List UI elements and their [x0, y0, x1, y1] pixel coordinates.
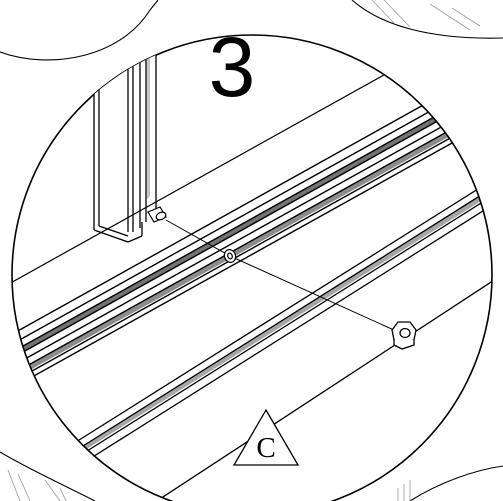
washer-icon: [223, 249, 237, 263]
upper-rail-shading-2: [12, 80, 492, 398]
lower-rail-shading: [64, 158, 492, 462]
upper-rail-shading: [12, 58, 492, 376]
vertical-post: [93, 35, 157, 245]
part-callout-triangle: C: [232, 408, 300, 466]
bolt-icon: [147, 206, 167, 223]
top-adjacent-circle-arc: [0, 0, 159, 61]
part-callout-letter: C: [256, 432, 275, 464]
bottom-right-adjacent-circle-arc: [409, 465, 503, 501]
adjacent-detail-sketch: [7, 0, 481, 501]
lower-rail: [59, 149, 492, 501]
bottom-left-adjacent-circle-arc: [0, 451, 96, 501]
step-number: 3: [209, 20, 256, 114]
hex-nut-icon: [391, 321, 417, 350]
top-right-adjacent-circle-arc: [351, 0, 503, 39]
triangle-icon: [232, 408, 300, 466]
